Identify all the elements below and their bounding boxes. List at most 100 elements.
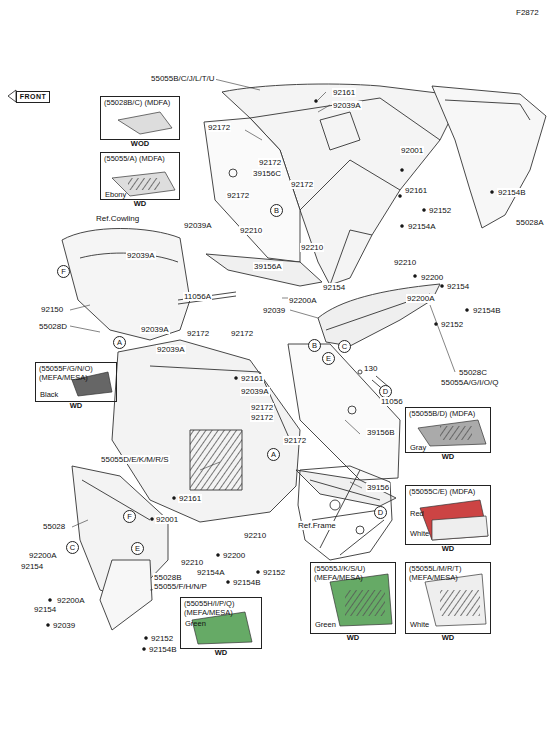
- part-number: 92172: [226, 191, 250, 200]
- model-code: (55055C/E) (MDFA): [406, 486, 490, 499]
- reference-circle: A: [113, 336, 126, 349]
- part-number: 55055/F/H/N/P: [153, 582, 208, 591]
- part-number: 92154: [33, 605, 57, 614]
- trim-code: WD: [406, 634, 490, 643]
- front-arrow: FRONT: [16, 91, 50, 103]
- reference-letter: A: [268, 449, 279, 460]
- color-name: Green: [315, 621, 336, 630]
- color-name: Ebony: [105, 191, 126, 200]
- reference-letter: F: [58, 266, 69, 277]
- part-number: 92150: [40, 305, 64, 314]
- part-number: 92154A: [196, 568, 226, 577]
- part-number: 92161: [178, 494, 202, 503]
- reference-circle: C: [66, 541, 79, 554]
- reference-circle: D: [374, 506, 387, 519]
- color-name: White: [410, 530, 429, 539]
- variant-box: (55055B/D) (MDFA)GrayWD: [405, 407, 491, 453]
- part-number: 130: [363, 364, 378, 373]
- reference-circle: E: [131, 542, 144, 555]
- part-number: 92152: [428, 206, 452, 215]
- reference-circle: B: [270, 204, 283, 217]
- model-code: (55055F/G/N/O) (MEFA/MESA): [36, 363, 116, 384]
- color-name: Black: [40, 391, 58, 400]
- trim-code: WOD: [101, 140, 179, 149]
- color-name: Red: [410, 510, 424, 519]
- reference-letter: B: [271, 205, 282, 216]
- part-number: 92001: [400, 146, 424, 155]
- trim-code: WD: [406, 453, 490, 462]
- part-number: 92154A: [407, 222, 437, 231]
- part-number: 55055A/G/I/O/Q: [440, 378, 499, 387]
- reference-circle: F: [57, 265, 70, 278]
- trim-code: WD: [311, 634, 395, 643]
- part-number: 55055D/E/K/M/R/S: [100, 455, 170, 464]
- part-number: 55055B/C/J/L/T/U: [150, 74, 216, 83]
- trim-code: WD: [406, 545, 490, 554]
- part-number: 92154B: [497, 188, 527, 197]
- variant-box: (55055J/K/S/U) (MEFA/MESA)GreenWD: [310, 562, 396, 634]
- part-number: 92172: [250, 413, 274, 422]
- part-number: 55028B: [153, 573, 183, 582]
- model-code: (55055B/D) (MDFA): [406, 408, 490, 421]
- trim-code: WD: [101, 200, 179, 209]
- part-number: 92154: [446, 282, 470, 291]
- part-number: 92039A: [140, 325, 170, 334]
- part-number: 39156B: [366, 428, 396, 437]
- part-number: 92172: [186, 329, 210, 338]
- variant-box: (55055L/M/R/T) (MEFA/MESA)WhiteWD: [405, 562, 491, 634]
- part-number: 92200A: [288, 296, 318, 305]
- reference-circle: B: [308, 339, 321, 352]
- trim-code: WD: [181, 649, 261, 658]
- part-number: 92200A: [28, 551, 58, 560]
- direction-text: FRONT: [17, 92, 49, 102]
- part-number: 92172: [283, 436, 307, 445]
- part-number: 92172: [207, 123, 231, 132]
- color-name: White: [410, 621, 429, 630]
- part-number: 92172: [230, 329, 254, 338]
- part-number: 92161: [404, 186, 428, 195]
- part-number: 39156A: [253, 262, 283, 271]
- part-number: 92154B: [232, 578, 262, 587]
- part-number: 92210: [180, 558, 204, 567]
- part-number: 92039A: [183, 221, 213, 230]
- part-number: 92161: [240, 374, 264, 383]
- part-number: 92039A: [156, 345, 186, 354]
- part-number: 92039A: [126, 251, 156, 260]
- reference-letter: B: [309, 340, 320, 351]
- note-label: Ref.Cowling: [95, 214, 140, 223]
- part-number: 55028A: [515, 218, 545, 227]
- part-number: 92210: [239, 226, 263, 235]
- model-code: (55055H/I/P/Q) (MEFA/MESA): [181, 598, 261, 619]
- part-number: 92200: [222, 551, 246, 560]
- part-number: 92210: [243, 531, 267, 540]
- reference-letter: F: [124, 511, 135, 522]
- part-number: 39156: [366, 483, 390, 492]
- variant-box: (55055H/I/P/Q) (MEFA/MESA)GreenWD: [180, 597, 262, 649]
- variant-box: (55028B/C) (MDFA)WOD: [100, 96, 180, 140]
- part-number: 92172: [258, 158, 282, 167]
- part-number: 92039A: [240, 387, 270, 396]
- part-number: 92001: [155, 515, 179, 524]
- part-number: 92152: [150, 634, 174, 643]
- color-name: Gray: [410, 444, 426, 453]
- reference-letter: C: [339, 341, 350, 352]
- reference-letter: D: [380, 386, 391, 397]
- color-name: Green: [185, 620, 206, 629]
- reference-letter: C: [67, 542, 78, 553]
- part-number: 92210: [393, 258, 417, 267]
- part-number: 55028C: [458, 368, 488, 377]
- part-number: 92161: [332, 88, 356, 97]
- part-number: 92172: [250, 403, 274, 412]
- variant-box: (55055C/E) (MDFA)RedWhiteWD: [405, 485, 491, 545]
- reference-letter: E: [323, 353, 334, 364]
- part-number: 92039: [52, 621, 76, 630]
- model-code: (55055L/M/R/T) (MEFA/MESA): [406, 563, 490, 584]
- part-number: 92154: [322, 283, 346, 292]
- part-number: 39156C: [252, 169, 282, 178]
- part-number: 92152: [262, 568, 286, 577]
- part-number: 92039A: [332, 101, 362, 110]
- part-number: 92152: [440, 320, 464, 329]
- part-number: 55028: [42, 522, 66, 531]
- reference-letter: E: [132, 543, 143, 554]
- variant-box: (55055/A) (MDFA)EbonyWD: [100, 152, 180, 200]
